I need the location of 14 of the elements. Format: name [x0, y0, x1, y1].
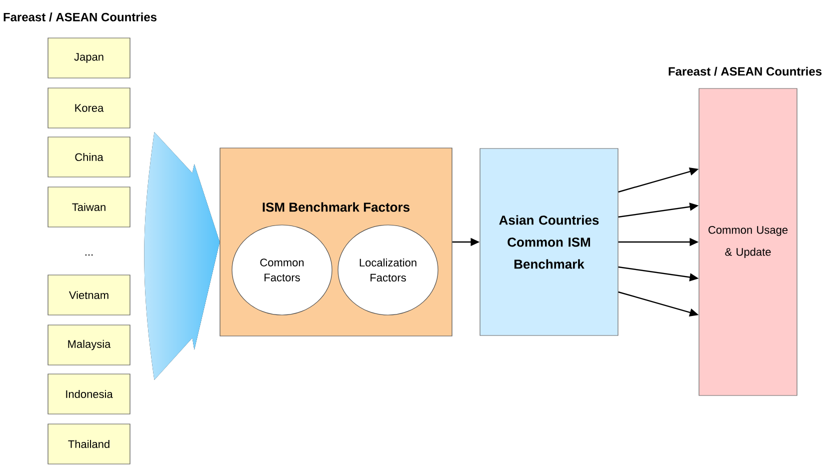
country-box: Korea — [48, 88, 130, 128]
country-box: Malaysia — [48, 324, 130, 366]
country-box: Japan — [48, 38, 130, 78]
ellipsis-text: ... — [85, 254, 93, 256]
country-box: Indonesia — [48, 374, 130, 414]
country-box: Vietnam — [48, 274, 130, 316]
country-box: Thailand — [48, 424, 130, 464]
country-box: China — [48, 136, 130, 178]
heading: Fareast / ASEAN Countries — [668, 66, 822, 76]
chevron-arrow — [144, 132, 220, 380]
country-box: Taiwan — [48, 186, 130, 228]
usage-box: Common Usage & Update — [698, 88, 798, 396]
benchmark-box: Asian Countries Common ISM Benchmark — [480, 148, 618, 336]
heading: Fareast / ASEAN Countries — [4, 12, 156, 22]
